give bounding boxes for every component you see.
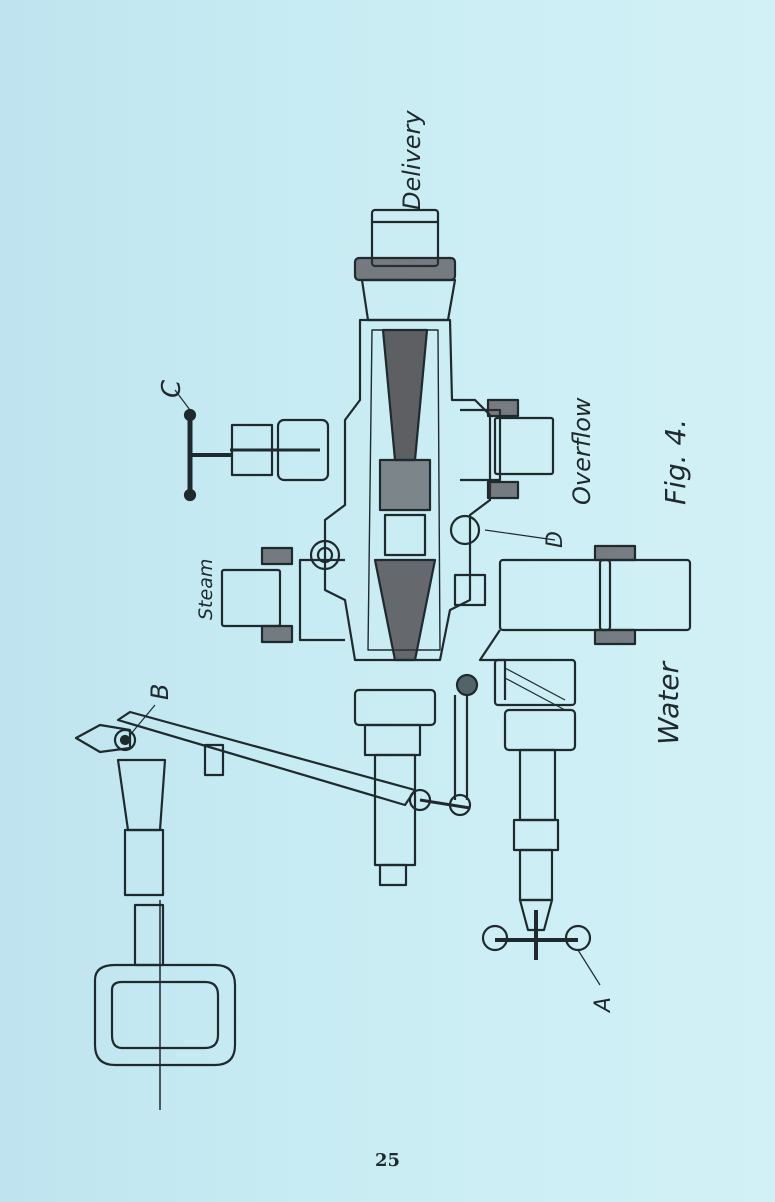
water-branch	[478, 544, 692, 700]
lever-b	[74, 710, 472, 817]
label-d: D	[543, 531, 568, 548]
leader-b	[129, 704, 156, 736]
leader-c	[174, 389, 191, 411]
chamber-d	[449, 514, 487, 607]
key-handle	[93, 758, 237, 1110]
leader-d	[484, 529, 556, 541]
label-steam: Steam	[195, 559, 217, 620]
label-water: Water	[652, 660, 685, 745]
delivery-branch	[353, 208, 457, 322]
valve-a-spindle	[481, 658, 601, 986]
overflow-branch	[460, 398, 555, 500]
label-a: A	[591, 997, 616, 1014]
valve-c	[183, 408, 330, 502]
label-c: C	[157, 379, 187, 398]
steam-control-stem	[353, 673, 479, 887]
figure-caption: Fig. 4.	[659, 419, 692, 505]
label-overflow: Overflow	[568, 397, 596, 505]
label-b: B	[146, 684, 174, 700]
steam-branch	[220, 539, 345, 644]
cone-section	[373, 328, 437, 662]
page-number: 25	[374, 1150, 401, 1171]
label-delivery: Delivery	[398, 110, 426, 210]
